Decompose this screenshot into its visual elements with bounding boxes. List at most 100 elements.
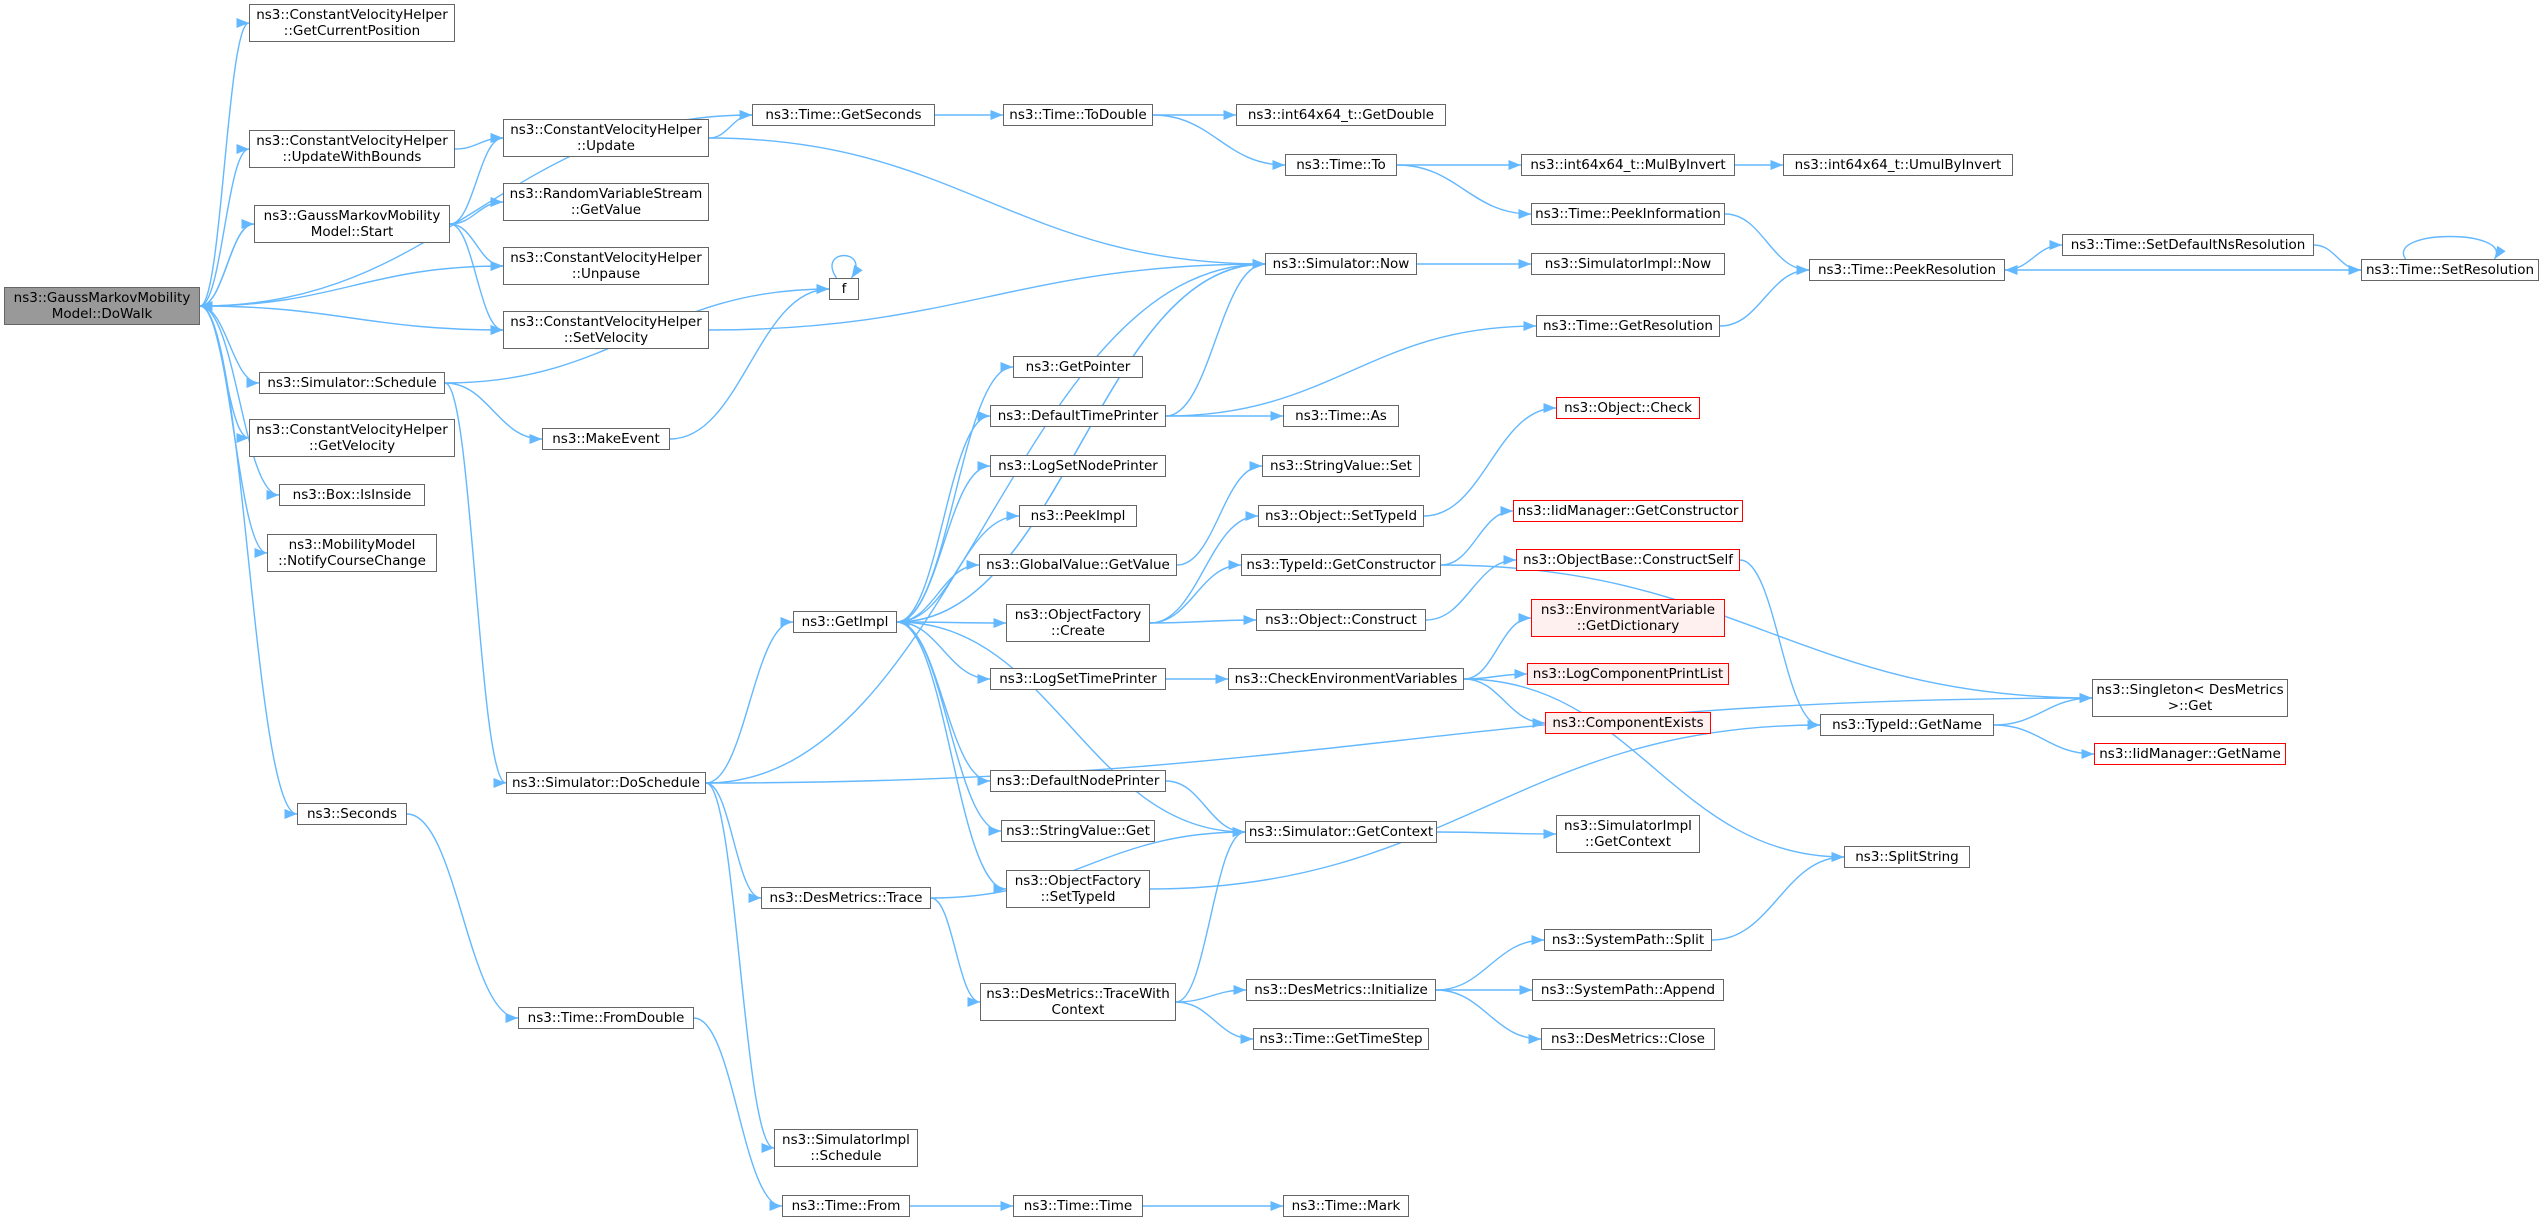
node-cvh-update[interactable]: ns3::ConstantVelocityHelper::Update	[503, 119, 709, 157]
node-int64-mulbyinvert[interactable]: ns3::int64x64_t::MulByInvert	[1521, 154, 1735, 176]
edge-gm_start-to-cvh_unpause	[449, 223, 504, 272]
node-sv-get[interactable]: ns3::StringValue::Get	[1001, 820, 1155, 842]
edge-desm_tracewithctx-to-desm_init	[1175, 984, 1247, 1003]
node-fromdouble[interactable]: ns3::Time::FromDouble	[518, 1007, 694, 1029]
node-compexists[interactable]: ns3::ComponentExists	[1545, 712, 1711, 734]
node-simimpl-getctx[interactable]: ns3::SimulatorImpl::GetContext	[1556, 815, 1700, 853]
edge-tid_getname-to-iid_getname	[1993, 724, 2095, 760]
node-simimpl-now[interactable]: ns3::SimulatorImpl::Now	[1531, 253, 1725, 275]
node-time-to[interactable]: ns3::Time::To	[1285, 154, 1397, 176]
node-sim-schedule[interactable]: ns3::Simulator::Schedule	[259, 372, 445, 394]
node-of-settypeid[interactable]: ns3::ObjectFactory::SetTypeId	[1006, 870, 1150, 908]
node-of-create[interactable]: ns3::ObjectFactory::Create	[1006, 604, 1150, 642]
node-cvh-getvel[interactable]: ns3::ConstantVelocityHelper::GetVelocity	[249, 419, 455, 457]
node-singleton-get[interactable]: ns3::Singleton< DesMetrics >::Get	[2092, 679, 2288, 717]
node-time-from[interactable]: ns3::Time::From	[782, 1195, 910, 1217]
node-tid-getname[interactable]: ns3::TypeId::GetName	[1820, 714, 1994, 736]
edge-checkenv-to-env_getdict	[1463, 612, 1532, 680]
node-splitstring[interactable]: ns3::SplitString	[1844, 846, 1970, 868]
edge-doschedule-to-sim_now	[705, 258, 1266, 784]
node-sp-append[interactable]: ns3::SystemPath::Append	[1532, 979, 1724, 1001]
edge-getimpl-to-sim_now	[896, 258, 1266, 623]
node-time-getres[interactable]: ns3::Time::GetResolution	[1536, 315, 1720, 337]
node-defaulttimeprinter[interactable]: ns3::DefaultTimePrinter	[990, 405, 1166, 427]
node-time-todouble[interactable]: ns3::Time::ToDouble	[1003, 104, 1153, 126]
edge-obj_settypeid-to-obj_check	[1423, 402, 1557, 517]
node-obj-check[interactable]: ns3::Object::Check	[1556, 397, 1700, 419]
node-getpointer[interactable]: ns3::GetPointer	[1013, 356, 1143, 378]
node-time-peekres[interactable]: ns3::Time::PeekResolution	[1809, 259, 2005, 281]
node-f[interactable]: f	[829, 278, 859, 300]
edge-sim_getcontext-to-getimpl	[896, 616, 1246, 833]
edge-doschedule-to-getimpl	[705, 617, 794, 784]
node-makeevent[interactable]: ns3::MakeEvent	[542, 428, 670, 450]
node-cvh-getpos[interactable]: ns3::ConstantVelocityHelper::GetCurrentP…	[249, 4, 455, 42]
node-mm-notify[interactable]: ns3::MobilityModel::NotifyCourseChange	[267, 534, 437, 572]
node-gv-getvalue[interactable]: ns3::GlobalValue::GetValue	[979, 554, 1177, 576]
node-seconds[interactable]: ns3::Seconds	[297, 803, 407, 825]
edge-time_setdefres-to-time_setres	[2313, 244, 2362, 276]
node-sim-getcontext[interactable]: ns3::Simulator::GetContext	[1245, 821, 1437, 843]
edge-getimpl-to-of_settypeid	[896, 621, 1007, 894]
node-peekimpl[interactable]: ns3::PeekImpl	[1019, 505, 1137, 527]
node-sp-split[interactable]: ns3::SystemPath::Split	[1544, 929, 1712, 951]
edge-desm_trace-to-sim_getcontext	[930, 826, 1246, 899]
node-time-as[interactable]: ns3::Time::As	[1283, 405, 1399, 427]
edge-getimpl-to-logsetnodeprinter	[896, 461, 991, 623]
node-time-peekinfo[interactable]: ns3::Time::PeekInformation	[1531, 203, 1725, 225]
node-rvs-getvalue[interactable]: ns3::RandomVariableStream::GetValue	[503, 183, 709, 221]
node-sv-set[interactable]: ns3::StringValue::Set	[1262, 455, 1420, 477]
edge-time_getres-to-time_peekres	[1719, 264, 1810, 327]
node-time-mark[interactable]: ns3::Time::Mark	[1283, 1195, 1409, 1217]
edge-dowalk-to-cvh_getpos	[199, 18, 250, 307]
node-defaultnodeprinter[interactable]: ns3::DefaultNodePrinter	[990, 770, 1166, 792]
node-ob-constructself[interactable]: ns3::ObjectBase::ConstructSelf	[1516, 549, 1740, 571]
node-cvh-setvel[interactable]: ns3::ConstantVelocityHelper::SetVelocity	[503, 311, 709, 349]
node-checkenv[interactable]: ns3::CheckEnvironmentVariables	[1228, 668, 1464, 690]
node-logcompprintlist[interactable]: ns3::LogComponentPrintList	[1527, 663, 1729, 685]
edge-gm_start-to-dowalk	[199, 223, 255, 311]
node-simimpl-schedule[interactable]: ns3::SimulatorImpl::Schedule	[774, 1129, 918, 1167]
edge-f-to-f	[831, 254, 863, 279]
edge-gm_start-to-cvh_setvel	[449, 223, 504, 335]
node-int64-getdouble[interactable]: ns3::int64x64_t::GetDouble	[1236, 104, 1446, 126]
node-box-inside[interactable]: ns3::Box::IsInside	[279, 484, 425, 506]
node-time-setres[interactable]: ns3::Time::SetResolution	[2361, 259, 2539, 281]
node-time-time[interactable]: ns3::Time::Time	[1013, 1195, 1143, 1217]
edge-seconds-to-fromdouble	[406, 813, 519, 1023]
node-cvh-updbounds[interactable]: ns3::ConstantVelocityHelper::UpdateWithB…	[249, 130, 455, 168]
edge-sp_split-to-splitstring	[1711, 851, 1845, 941]
node-time-gettimestep[interactable]: ns3::Time::GetTimeStep	[1253, 1028, 1429, 1050]
edge-fromdouble-to-time_from	[693, 1017, 783, 1211]
edge-getimpl-to-logsettimeprinter	[896, 621, 991, 685]
node-sim-now[interactable]: ns3::Simulator::Now	[1265, 253, 1417, 275]
node-getimpl[interactable]: ns3::GetImpl	[793, 611, 897, 633]
node-tid-getctor[interactable]: ns3::TypeId::GetConstructor	[1241, 554, 1441, 576]
node-doschedule[interactable]: ns3::Simulator::DoSchedule	[506, 772, 706, 794]
node-int64-umulbyinvert[interactable]: ns3::int64x64_t::UmulByInvert	[1783, 154, 2013, 176]
node-obj-construct[interactable]: ns3::Object::Construct	[1256, 609, 1426, 631]
edge-dowalk-to-seconds	[199, 305, 298, 819]
node-logsetnodeprinter[interactable]: ns3::LogSetNodePrinter	[990, 455, 1166, 477]
edge-doschedule-to-singleton_get	[705, 692, 2093, 784]
node-iid-getname[interactable]: ns3::IidManager::GetName	[2094, 743, 2286, 765]
node-time-getseconds[interactable]: ns3::Time::GetSeconds	[752, 104, 935, 126]
node-desm-close[interactable]: ns3::DesMetrics::Close	[1541, 1028, 1715, 1050]
edge-desm_init-to-desm_close	[1435, 989, 1542, 1045]
node-iid-getctor[interactable]: ns3::IidManager::GetConstructor	[1513, 500, 1743, 522]
edge-sim_schedule-to-makeevent	[444, 382, 543, 445]
node-env-getdict[interactable]: ns3::EnvironmentVariable::GetDictionary	[1531, 599, 1725, 637]
edge-checkenv-to-splitstring	[1463, 678, 1845, 863]
node-obj-settypeid[interactable]: ns3::Object::SetTypeId	[1258, 505, 1424, 527]
node-time-setdefres[interactable]: ns3::Time::SetDefaultNsResolution	[2062, 234, 2314, 256]
edge-time_todouble-to-time_to	[1152, 114, 1286, 171]
node-desm-init[interactable]: ns3::DesMetrics::Initialize	[1246, 979, 1436, 1001]
node-logsettimeprinter[interactable]: ns3::LogSetTimePrinter	[990, 668, 1166, 690]
edge-doschedule-to-desm_trace	[705, 782, 762, 903]
node-cvh-unpause[interactable]: ns3::ConstantVelocityHelper::Unpause	[503, 247, 709, 285]
edge-of_settypeid-to-tid_getname	[1149, 719, 1821, 890]
node-desm-trace[interactable]: ns3::DesMetrics::Trace	[761, 887, 931, 909]
